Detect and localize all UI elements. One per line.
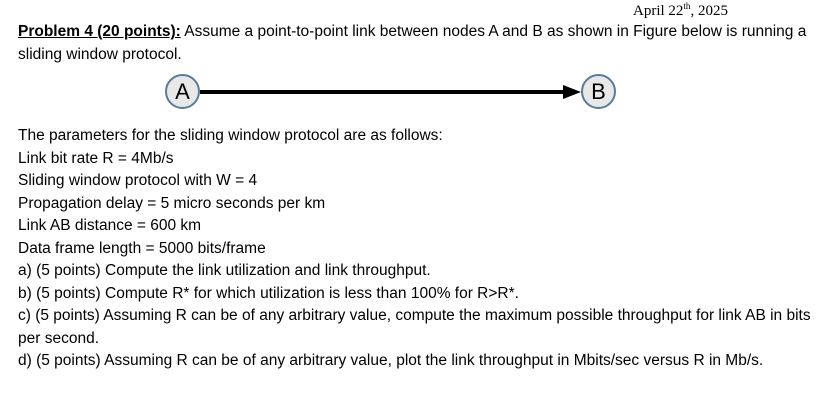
parameters-section: The parameters for the sliding window pr… [18, 125, 818, 373]
problem-title: Problem 4 (20 points): [18, 23, 181, 40]
parameter-frame-length: Data frame length = 5000 bits/frame [18, 239, 266, 257]
question-d: d) (5 points) Assuming R can be of any a… [18, 352, 764, 369]
document-date: April 22th, 2025 [633, 1, 728, 20]
question-b: b) (5 points) Compute R* for which utili… [18, 284, 519, 302]
question-c: c) (5 points) Assuming R can be of any a… [18, 307, 811, 347]
problem-intro: Assume a point-to-point link between nod… [18, 23, 807, 63]
node-a: A [165, 74, 200, 109]
parameter-propagation-delay: Propagation delay = 5 micro seconds per … [18, 194, 326, 212]
parameter-bit-rate: Link bit rate R = 4Mb/s [18, 149, 174, 167]
node-b: B [581, 74, 616, 109]
arrowhead-icon [563, 85, 581, 99]
problem-statement: Problem 4 (20 points): Assume a point-to… [18, 21, 818, 66]
link-line [200, 90, 568, 94]
date-text: April 22 [633, 3, 684, 19]
parameter-link-distance: Link AB distance = 600 km [18, 217, 202, 234]
date-year: , 2025 [690, 3, 728, 19]
link-diagram: A B [158, 73, 628, 111]
parameters-heading: The parameters for the sliding window pr… [18, 127, 443, 144]
date-ordinal-suffix: th [683, 1, 691, 11]
parameter-window-size: Sliding window protocol with W = 4 [18, 172, 258, 189]
question-a: a) (5 points) Compute the link utilizati… [18, 262, 431, 279]
